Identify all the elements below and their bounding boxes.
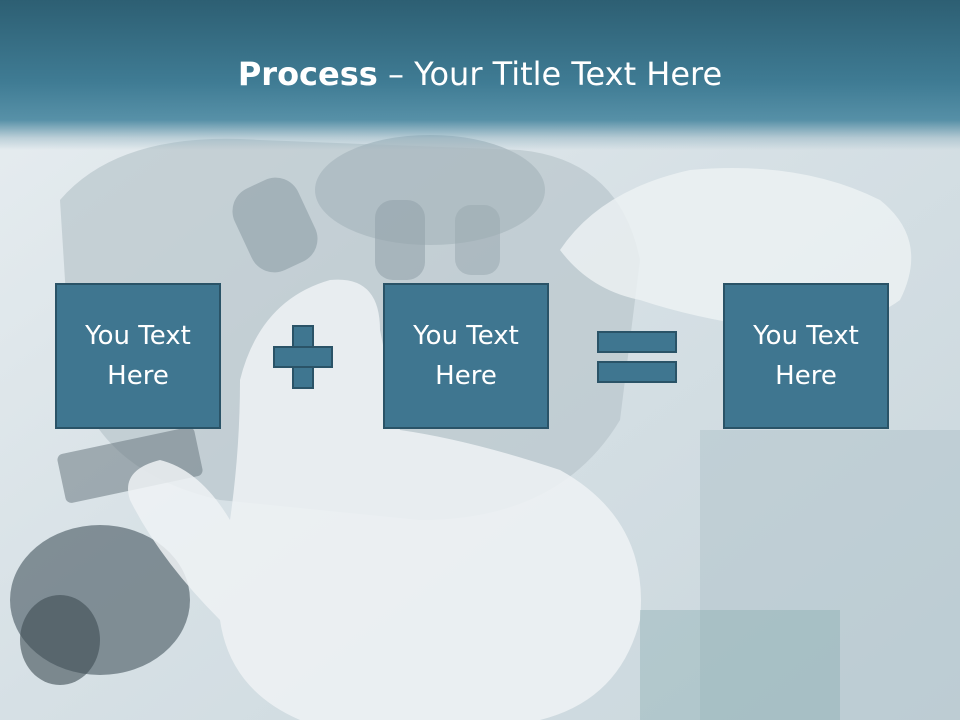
- slide-title: Process – Your Title Text Here: [0, 52, 960, 96]
- slide-title-rest: – Your Title Text Here: [377, 55, 723, 93]
- process-box-3-line2: Here: [775, 361, 837, 391]
- slide-title-bold: Process: [237, 55, 378, 93]
- title-banner: [0, 0, 960, 150]
- process-box-2-line2: Here: [435, 361, 497, 391]
- process-box-2-line1: You Text: [413, 321, 519, 351]
- process-box-3-line1: You Text: [753, 321, 859, 351]
- process-box-1-line2: Here: [107, 361, 169, 391]
- process-box-3[interactable]: You Text Here: [723, 283, 889, 429]
- process-box-1[interactable]: You Text Here: [55, 283, 221, 429]
- process-box-2[interactable]: You Text Here: [383, 283, 549, 429]
- process-box-1-line1: You Text: [85, 321, 191, 351]
- plus-icon: [273, 325, 333, 389]
- equals-icon: [597, 331, 677, 383]
